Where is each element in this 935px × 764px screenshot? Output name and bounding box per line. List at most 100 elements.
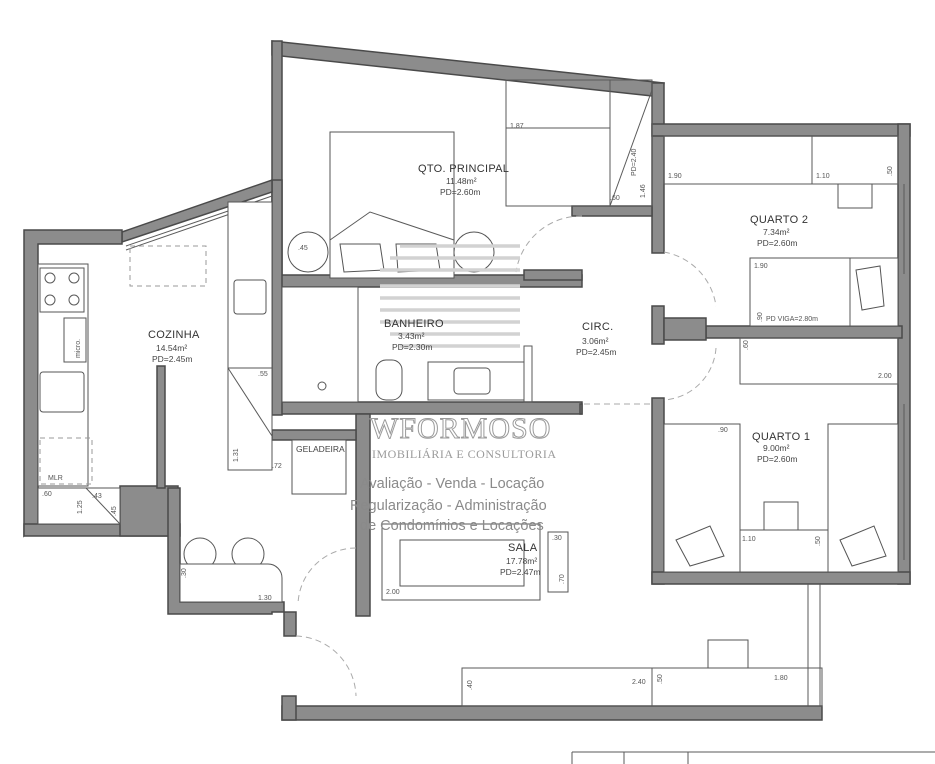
wall-master-top bbox=[271, 40, 665, 98]
balcony-counter bbox=[461, 667, 823, 707]
dining-bench bbox=[179, 563, 283, 603]
wall-circ-stub bbox=[579, 403, 583, 415]
dim-label: 1.87 bbox=[510, 123, 524, 130]
dim-label: .45 bbox=[111, 506, 118, 516]
dim-label: 1.80 bbox=[774, 675, 788, 682]
room-qto-principal-area: 11.48m² bbox=[446, 176, 477, 186]
dim-label: PD=2.40 bbox=[631, 148, 638, 176]
dim-label: .60 bbox=[610, 195, 620, 202]
door-q1 bbox=[663, 347, 717, 401]
room-qto-principal-name: QTO. PRINCIPAL bbox=[418, 163, 509, 175]
dim-label: .43 bbox=[92, 493, 102, 500]
room-quarto1-name: QUARTO 1 bbox=[752, 431, 810, 443]
watermark-line-3: de Condomínios e Locações bbox=[360, 518, 544, 534]
dim-label: 1.10 bbox=[816, 173, 830, 180]
dim-label: 2.00 bbox=[386, 589, 400, 596]
wall-q1-left bbox=[651, 397, 665, 585]
dim-label: .90 bbox=[718, 427, 728, 434]
wall-circ-pillar bbox=[663, 317, 707, 341]
wall-stub-2 bbox=[523, 269, 583, 281]
sheet-border bbox=[571, 751, 935, 764]
room-quarto1-pd: PD=2.60m bbox=[757, 454, 797, 464]
dim-label: 1.46 bbox=[640, 184, 647, 198]
dim-label: .45 bbox=[298, 245, 308, 252]
wall-kitchen-bath bbox=[271, 179, 283, 416]
drain bbox=[317, 381, 327, 391]
room-circ-name: CIRC. bbox=[582, 321, 613, 333]
room-cozinha-area: 14.54m² bbox=[156, 343, 187, 353]
wall-stub-1 bbox=[571, 205, 653, 217]
room-quarto2-pd: PD=2.60m bbox=[757, 238, 797, 248]
q2-chair bbox=[837, 183, 873, 209]
room-cozinha-pd: PD=2.45m bbox=[152, 354, 192, 364]
wall-q2-top bbox=[651, 123, 911, 137]
bath-sink bbox=[453, 367, 491, 395]
nightstand bbox=[287, 231, 329, 273]
sala-side bbox=[547, 531, 569, 593]
room-cozinha-name: COZINHA bbox=[148, 329, 200, 341]
dim-label: 1.90 bbox=[668, 173, 682, 180]
room-sala-name: SALA bbox=[508, 542, 538, 554]
fridge bbox=[291, 439, 347, 495]
q1-chair bbox=[763, 501, 799, 531]
q1-desk bbox=[739, 529, 829, 573]
room-circ-pd: PD=2.45m bbox=[576, 347, 616, 357]
label-micro: micro. bbox=[75, 339, 82, 358]
wall-geladeira bbox=[271, 429, 357, 441]
dim-label: .40 bbox=[467, 680, 474, 690]
label-mlr: MLR bbox=[48, 475, 63, 482]
dim-label: .70 bbox=[559, 574, 566, 584]
room-banheiro-area: 3.43m² bbox=[398, 331, 425, 341]
wall-q2-q1 bbox=[705, 325, 903, 339]
microwave bbox=[63, 317, 87, 363]
room-sala-pd: PD=2.47m bbox=[500, 567, 540, 577]
dim-label: .90 bbox=[757, 312, 764, 322]
wall-bottom-left bbox=[281, 695, 297, 721]
watermark-subtitle: IMOBILIÁRIA E CONSULTORIA bbox=[372, 447, 557, 461]
room-qto-principal-pd: PD=2.60m bbox=[440, 187, 480, 197]
label-pd-viga: PD VIGA=2.80m bbox=[766, 316, 818, 323]
room-quarto2-area: 7.34m² bbox=[763, 227, 790, 237]
watermark-line-1: Avaliação - Venda - Locação bbox=[360, 476, 544, 492]
room-labels: QTO. PRINCIPAL 11.48m² PD=2.60m QUARTO 2… bbox=[48, 163, 818, 577]
q2-closet bbox=[663, 135, 899, 185]
dim-label: 2.40 bbox=[632, 679, 646, 686]
dim-label: .50 bbox=[657, 674, 664, 684]
watermark-line-2: Regularização - Administração bbox=[350, 498, 547, 514]
toilet bbox=[375, 359, 403, 401]
dim-label: 1.30 bbox=[258, 595, 272, 602]
wall-bottom bbox=[281, 705, 823, 721]
dim-label: .50 bbox=[887, 166, 894, 176]
watermark-bars bbox=[380, 244, 520, 348]
dim-label: .30 bbox=[552, 535, 562, 542]
kitchen-table bbox=[129, 245, 207, 287]
wall-master-right bbox=[651, 82, 665, 254]
kitchen-sink bbox=[39, 371, 85, 413]
wall-q1-left-top bbox=[651, 305, 665, 345]
wall-kitchen-partition bbox=[156, 365, 166, 489]
fixtures bbox=[37, 79, 905, 707]
mlr-box bbox=[39, 437, 93, 485]
dim-label: .72 bbox=[272, 463, 282, 470]
q1-closet bbox=[739, 337, 899, 385]
balcony-chair bbox=[707, 639, 749, 669]
dim-label: 2.00 bbox=[878, 373, 892, 380]
room-sala-area: 17.78m² bbox=[506, 556, 537, 566]
dim-label: .60 bbox=[743, 340, 750, 350]
wall-sala-inner bbox=[355, 413, 371, 617]
room-circ-area: 3.06m² bbox=[582, 336, 609, 346]
door-entry bbox=[295, 635, 357, 697]
walls bbox=[23, 40, 911, 721]
dimensions: 1.87 1.90 1.10 .50 1.46 .60 PD=2.40 .45 … bbox=[42, 123, 894, 690]
dim-label: .60 bbox=[42, 491, 52, 498]
room-banheiro-name: BANHEIRO bbox=[384, 318, 444, 330]
master-closet bbox=[505, 79, 653, 207]
dim-label: 1.10 bbox=[742, 536, 756, 543]
door-sala bbox=[297, 547, 357, 605]
dim-label: 1.31 bbox=[233, 448, 240, 462]
sofa bbox=[399, 539, 525, 587]
wall-q1-bottom bbox=[651, 571, 911, 585]
kitchen-counter-bottom bbox=[37, 487, 121, 525]
dim-label: 1.25 bbox=[77, 500, 84, 514]
